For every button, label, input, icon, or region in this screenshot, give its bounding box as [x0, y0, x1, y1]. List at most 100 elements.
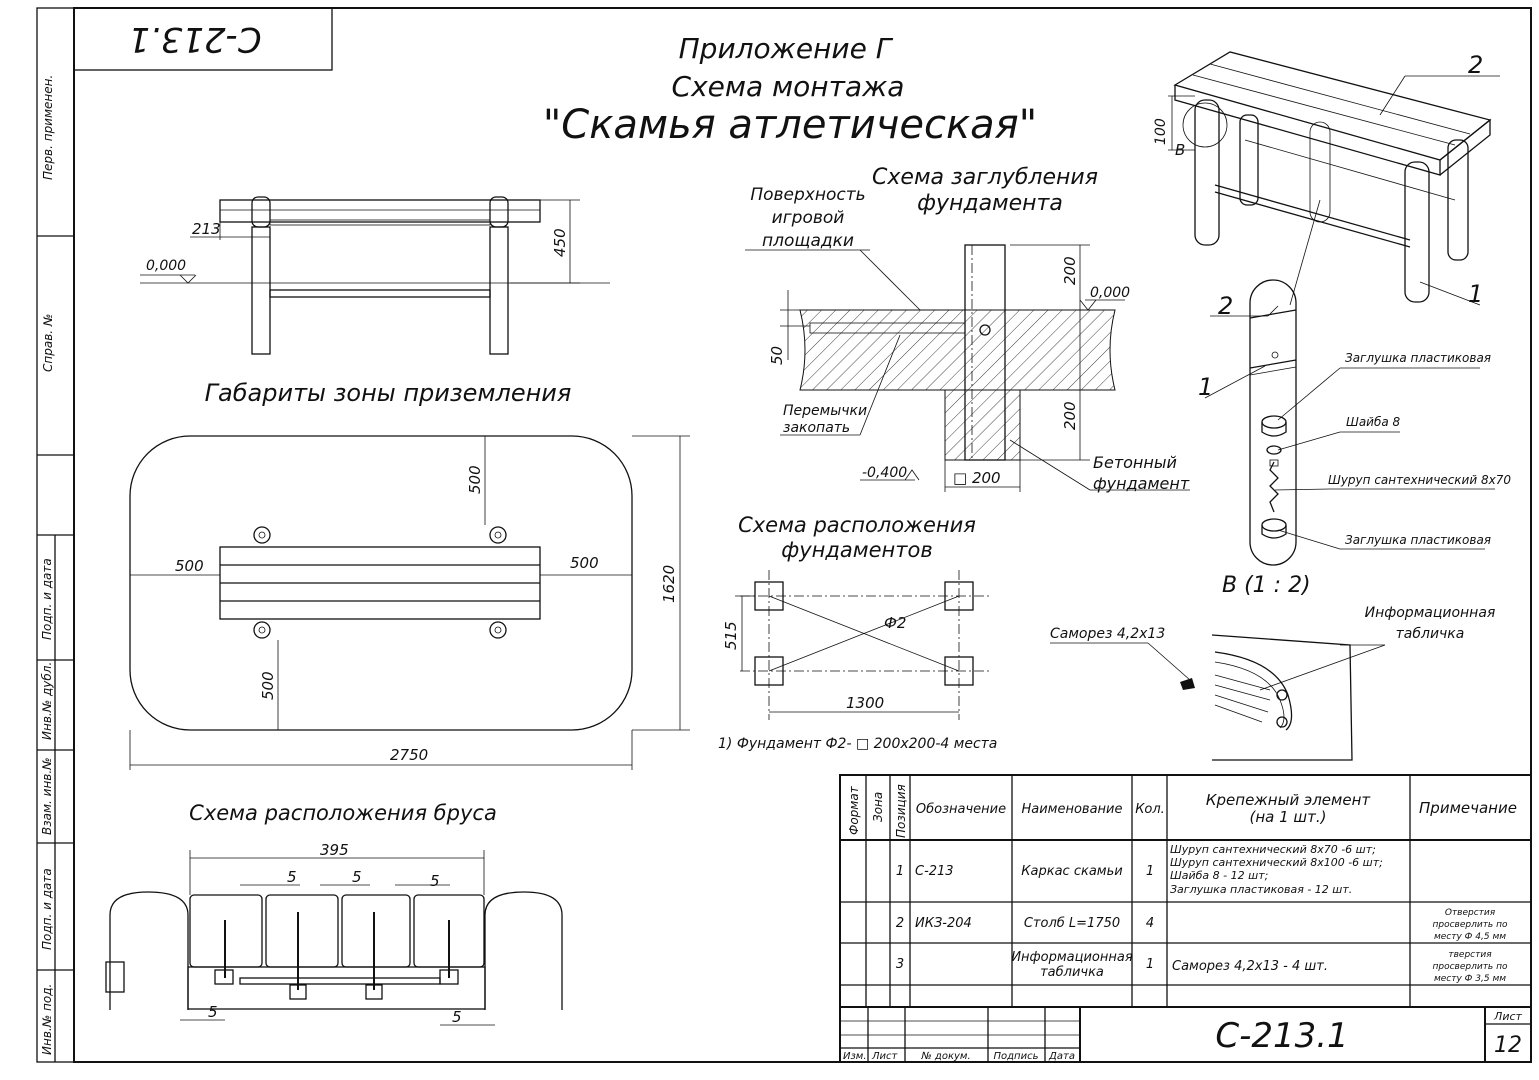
detail-plug-top: Заглушка пластиковая: [1345, 351, 1491, 365]
side-podp-data-2: Подп. и дата: [40, 868, 54, 950]
depth-level-000: 0,000: [1090, 285, 1130, 301]
foundation-dim-515: 515: [722, 621, 740, 650]
tb-date: Дата: [1048, 1051, 1075, 1062]
iso-dim-100: 100: [1153, 118, 1169, 145]
detail-b: [1204, 279, 1495, 566]
front-level-000: 0,000: [146, 258, 186, 274]
title-block: [839, 1006, 1532, 1063]
info-plate-1: Информационная: [1365, 605, 1496, 621]
depth-level-minus: -0,400: [862, 465, 907, 481]
beam-gap-left: 5: [208, 1003, 218, 1021]
r3-qty: 1: [1146, 957, 1154, 972]
side-sprav-no: Справ. №: [41, 314, 55, 372]
r2-qty: 4: [1146, 916, 1154, 931]
r3-pos: 3: [896, 957, 904, 972]
r1-pos: 1: [896, 864, 904, 879]
landing-dim-500-bottom: 500: [259, 671, 277, 700]
landing-dim-500-top: 500: [466, 465, 484, 494]
side-inv-dubl: Инв.№ дубл.: [40, 662, 54, 740]
side-podp-data-1: Подп. и дата: [40, 558, 54, 640]
depth-dim-50: 50: [768, 346, 786, 365]
title-product: "Скамья атлетическая": [543, 102, 1037, 148]
info-screw: Саморез 4,2х13: [1050, 626, 1165, 642]
foundation-label-f2: Ф2: [884, 614, 906, 632]
detail-pos-2: 2: [1218, 292, 1233, 320]
foundation-title-1: Схема расположения: [738, 513, 976, 537]
depth-title-1: Схема заглубления: [872, 165, 1098, 190]
r1-fastener-2: Шуруп сантехнический 8х100 -6 шт;: [1170, 856, 1383, 869]
r3-name-2: табличка: [1040, 965, 1104, 980]
depth-scheme: [745, 244, 1190, 492]
sheet-code-rotated: С-213.1: [128, 19, 261, 59]
beam-layout-title: Схема расположения бруса: [189, 801, 497, 825]
th-name: Наименование: [1021, 802, 1122, 817]
beam-gap-1: 5: [287, 868, 297, 886]
depth-square-200: □ 200: [953, 469, 1001, 487]
landing-dim-500-right: 500: [570, 554, 599, 572]
depth-surface-2: игровой: [772, 208, 845, 228]
detail-plug-bottom: Заглушка пластиковая: [1345, 533, 1491, 547]
r2-designation: ИКЗ-204: [915, 916, 972, 931]
foundation-layout: [735, 570, 990, 720]
r1-fastener-3: Шайба 8 - 12 шт;: [1170, 869, 1268, 882]
info-plate-2: табличка: [1396, 626, 1465, 642]
iso-bench: [1168, 51, 1500, 306]
front-dim-213: 213: [192, 220, 221, 238]
r3-name-1: Информационная: [1011, 950, 1133, 965]
depth-concrete-1: Бетонный: [1093, 453, 1177, 472]
beam-gap-2: 5: [352, 868, 362, 886]
side-inv-podl: Инв.№ под.: [40, 984, 54, 1055]
depth-dim-200-top: 200: [1061, 256, 1079, 285]
r1-qty: 1: [1146, 864, 1154, 879]
detail-pos-1: 1: [1198, 373, 1213, 401]
sheet-frame: [36, 7, 1532, 1063]
detail-caption: В (1 : 2): [1222, 573, 1311, 598]
tb-code: С-213.1: [1215, 1016, 1348, 1056]
r1-fastener-4: Заглушка пластиковая - 12 шт.: [1170, 883, 1352, 896]
tb-list: Лист: [871, 1051, 899, 1062]
r3-note-2: просверлить по: [1432, 962, 1507, 972]
r2-note-2: просверлить по: [1432, 920, 1507, 930]
th-position: Позиция: [894, 784, 908, 838]
r2-pos: 2: [896, 916, 904, 931]
sheet-code-box: С-213.1: [73, 7, 333, 71]
tb-sign: Подпись: [994, 1051, 1039, 1062]
r3-fastener-1: Саморез 4,2х13 - 4 шт.: [1172, 959, 1328, 974]
r1-name: Каркас скамьи: [1021, 864, 1122, 879]
detail-washer: Шайба 8: [1346, 415, 1401, 429]
th-note: Примечание: [1419, 799, 1517, 817]
beam-dim-395: 395: [320, 841, 349, 859]
iso-label-b: В: [1175, 141, 1185, 159]
tb-sheet-no: 12: [1494, 1033, 1522, 1058]
th-qty: Кол.: [1135, 802, 1165, 817]
foundation-dim-1300: 1300: [846, 694, 884, 712]
front-dim-450: 450: [551, 228, 569, 257]
tb-izm: Изм.: [843, 1051, 867, 1062]
th-zone: Зона: [871, 792, 885, 822]
side-vzam-inv: Взам. инв.№: [40, 757, 54, 835]
r2-name: Столб L=1750: [1024, 916, 1120, 931]
info-plate-detail: [1050, 634, 1386, 761]
th-fastener-2: (на 1 шт.): [1249, 808, 1326, 826]
r1-fastener-1: Шуруп сантехнический 8х70 -6 шт;: [1170, 843, 1376, 856]
r3-note-3: месту Ф 3,5 мм: [1434, 974, 1506, 984]
r2-note-1: Отверстия: [1445, 908, 1496, 918]
depth-surface-3: площадки: [762, 231, 854, 251]
title-appendix: Приложение Г: [679, 32, 894, 65]
landing-dim-500-left: 500: [175, 557, 204, 575]
foundation-title-2: фундаментов: [781, 538, 932, 562]
tb-doc-no: № докум.: [920, 1051, 970, 1062]
beam-gap-3: 5: [430, 872, 440, 890]
depth-surface-1: Поверхность: [750, 185, 865, 205]
depth-title-2: фундамента: [917, 191, 1063, 216]
th-fastener-1: Крепежный элемент: [1206, 791, 1372, 809]
th-designation: Обозначение: [916, 802, 1006, 817]
beam-layout: [105, 850, 563, 1026]
landing-zone-title: Габариты зоны приземления: [205, 379, 572, 407]
landing-dim-2750: 2750: [390, 746, 428, 764]
beam-gap-right: 5: [452, 1008, 462, 1026]
title-scheme: Схема монтажа: [672, 70, 905, 103]
depth-jumpers-2: закопать: [783, 420, 850, 436]
r2-note-3: месту Ф 4,5 мм: [1434, 932, 1506, 942]
